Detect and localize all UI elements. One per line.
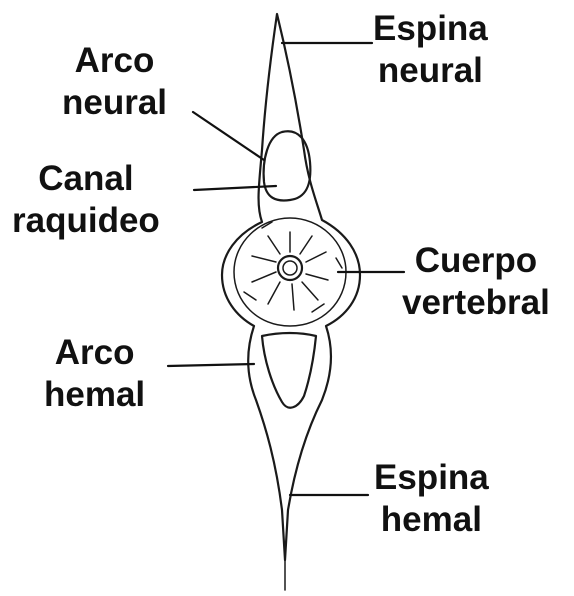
label-arco-hemal: Arco hemal	[44, 332, 145, 416]
label-cuerpo-vertebral: Cuerpo vertebral	[402, 240, 550, 324]
neural-canal	[264, 131, 311, 200]
hemal-canal	[262, 333, 316, 408]
body-radial-lines	[244, 222, 342, 312]
leader-arco-neural	[193, 112, 264, 160]
label-espina-hemal: Espina hemal	[374, 457, 489, 541]
vertebra-outline	[222, 14, 360, 560]
label-canal-raquideo: Canal raquideo	[12, 158, 160, 242]
vertebral-body-center	[278, 256, 302, 280]
leader-arco-hemal	[168, 364, 254, 366]
vertebral-body-center-inner	[283, 261, 297, 275]
label-arco-neural: Arco neural	[62, 40, 167, 124]
label-espina-neural: Espina neural	[373, 8, 488, 92]
leader-canal-raquideo	[194, 186, 276, 190]
